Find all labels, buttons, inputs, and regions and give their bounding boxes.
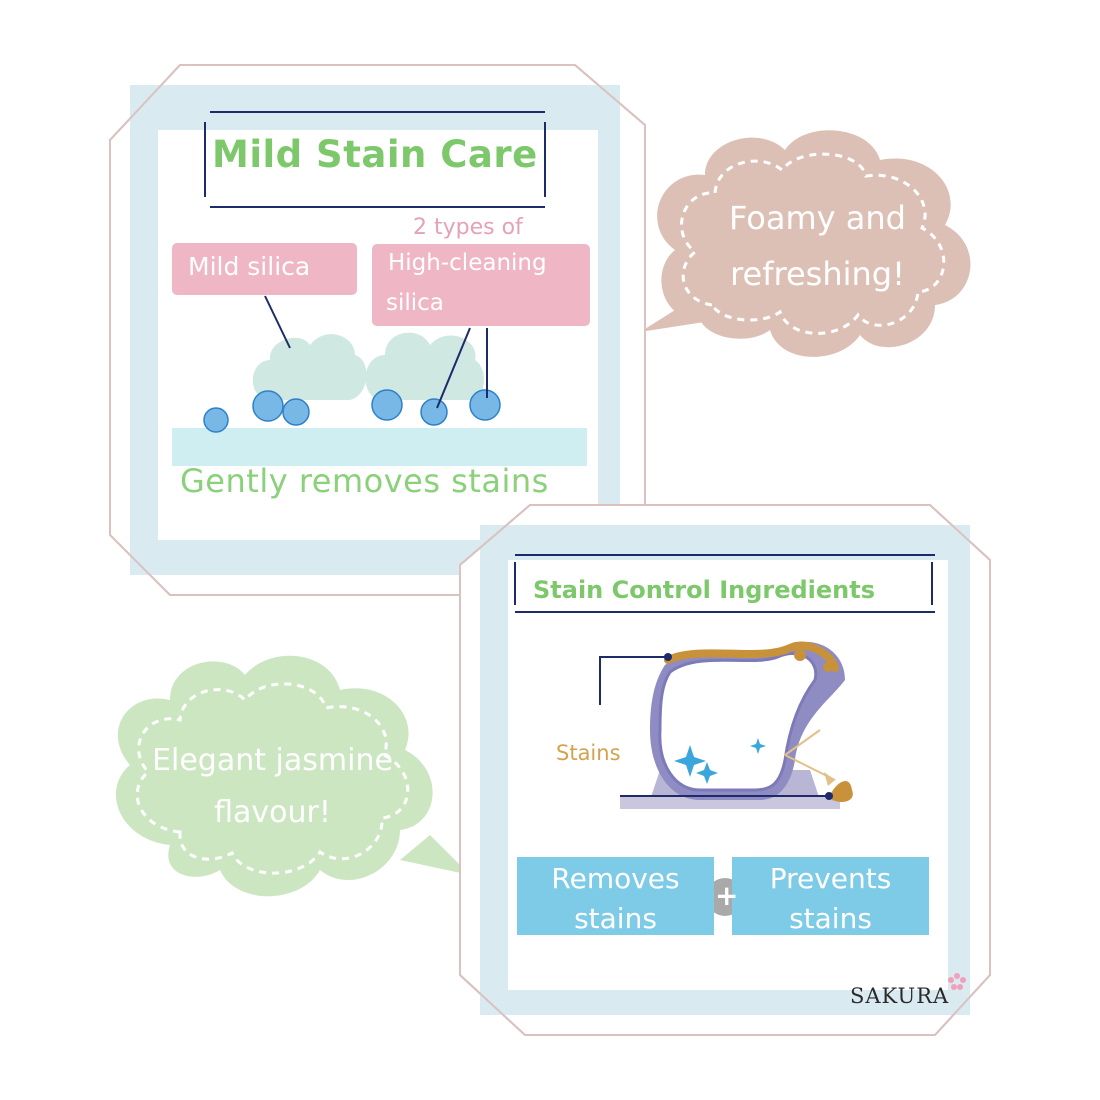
plus-icon: + <box>715 879 739 912</box>
removes-stains-box: Removes stains <box>517 857 714 935</box>
prevents-line1: Prevents <box>769 862 892 895</box>
card2-title: Stain Control Ingredients <box>533 576 876 604</box>
foam-2 <box>365 332 485 400</box>
prevents-stains-box: Prevents stains <box>732 857 929 935</box>
sakura-blossom-icon <box>948 973 966 990</box>
green-thought-bubble <box>115 655 470 897</box>
label-box-high-cleaning <box>372 244 590 326</box>
card1-caption: Gently removes stains <box>180 462 549 500</box>
prevents-line2: stains <box>789 902 872 935</box>
pink-thought-bubble <box>640 130 971 357</box>
pink-bubble-line2: refreshing! <box>730 255 905 293</box>
brand-logo-text: SAKURA <box>850 984 950 1008</box>
card-mild-stain-care <box>109 64 646 596</box>
pink-bubble-line1: Foamy and <box>729 199 906 237</box>
green-bubble-line1: Elegant jasmine <box>152 743 393 778</box>
stains-label: Stains <box>556 741 621 765</box>
removes-line1: Removes <box>551 862 680 895</box>
removes-line2: stains <box>574 902 657 935</box>
label-high-cleaning-line2: silica <box>386 290 444 316</box>
card1-note: 2 types of <box>413 215 523 240</box>
green-bubble-line2: flavour! <box>214 795 331 830</box>
label-mild-silica: Mild silica <box>188 252 311 281</box>
card1-title: Mild Stain Care <box>212 133 538 176</box>
label-box-mild-silica <box>172 243 357 295</box>
label-high-cleaning-line1: High-cleaning <box>388 250 547 276</box>
tooth-illustration <box>599 641 853 809</box>
foam-1 <box>252 334 367 400</box>
